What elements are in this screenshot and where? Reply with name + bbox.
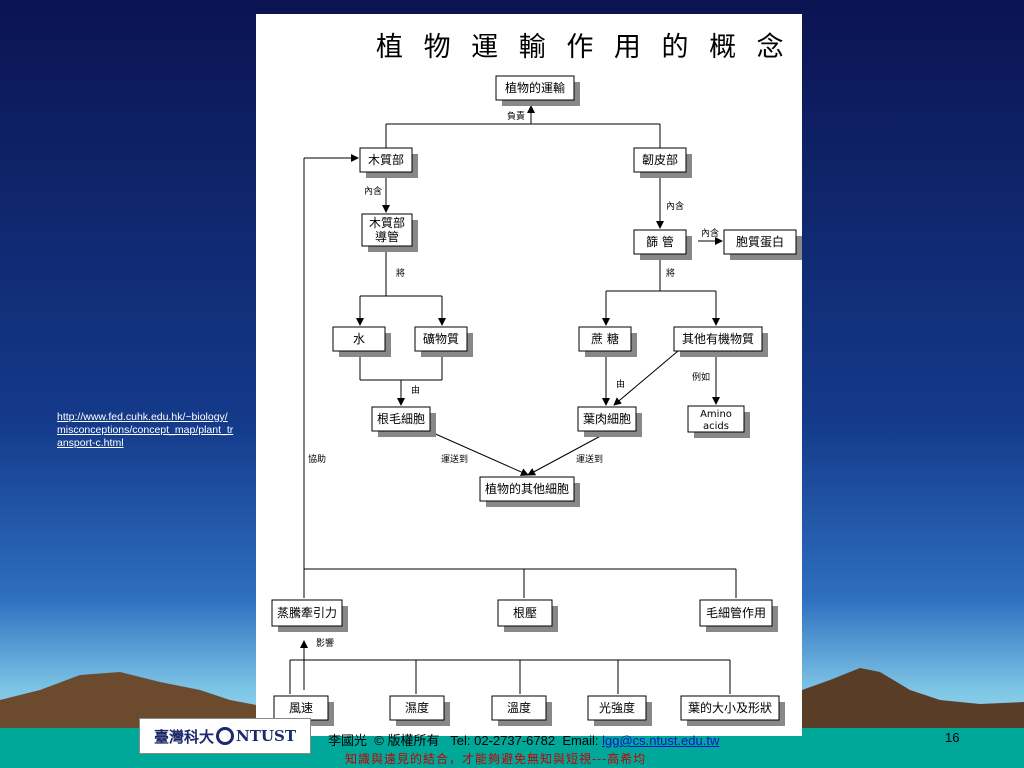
node-xylem-vessel: 木質部 導管 (361, 213, 418, 252)
svg-text:其他有機物質: 其他有機物質 (682, 331, 754, 346)
edge-label-deliver-right: 運送到 (576, 453, 603, 465)
node-boxes: 植物的運輸 木質部 韌皮部 木質部 導管 篩 管 胞質蛋白 (271, 75, 802, 726)
svg-text:acids: acids (703, 421, 729, 432)
edge-labels: 負責 內含 內含 內含 將 將 由 由 例如 運送到 運送到 協助 影響 (308, 110, 719, 649)
svg-text:濕度: 濕度 (405, 700, 429, 715)
node-minerals: 礦物質 (414, 326, 473, 357)
copyright-text: © 版權所有 (374, 733, 440, 748)
node-root-hair: 根毛細胞 (371, 406, 436, 437)
diagram-title: 植 物 運 輸 作 用 的 概 念 圖 (376, 32, 802, 63)
node-amino-acids: Amino acids (687, 405, 750, 438)
globe-icon (216, 727, 235, 745)
svg-text:礦物質: 礦物質 (423, 331, 459, 346)
svg-text:風速: 風速 (289, 701, 313, 715)
edge-label-contains-right: 內含 (666, 200, 684, 212)
node-other-organic: 其他有機物質 (673, 326, 768, 357)
logo-english-text: NTUST (236, 727, 296, 745)
edge-label-by-right: 由 (616, 378, 625, 390)
edge-label-by-left: 由 (411, 384, 420, 396)
svg-text:木質部: 木質部 (369, 215, 405, 230)
svg-text:胞質蛋白: 胞質蛋白 (736, 234, 784, 249)
edge-label-transports-right: 將 (666, 267, 675, 279)
node-temperature: 溫度 (491, 695, 552, 726)
svg-text:蔗 糖: 蔗 糖 (591, 331, 619, 346)
svg-text:Amino: Amino (700, 409, 732, 420)
logo-chinese-text: 臺灣科大 (154, 727, 215, 746)
edge-label-responsible: 負責 (507, 110, 525, 122)
svg-text:根毛細胞: 根毛細胞 (377, 412, 425, 426)
telephone: Tel: 02-2737-6782 (450, 733, 556, 748)
node-transpiration: 蒸騰牽引力 (271, 599, 348, 632)
edge-label-contains-left: 內含 (364, 185, 382, 197)
node-light-intensity: 光強度 (587, 695, 652, 726)
edge-label-transports-left: 將 (396, 267, 405, 279)
node-mesophyll: 葉肉細胞 (577, 406, 642, 437)
connectors (289, 105, 737, 694)
node-xylem: 木質部 (359, 147, 418, 178)
email-link[interactable]: lgg@cs.ntust.edu.tw (602, 733, 720, 748)
node-water: 水 (332, 326, 391, 357)
edge-label-example: 例如 (692, 371, 710, 383)
concept-map: 植 物 運 輸 作 用 的 概 念 圖 (271, 32, 802, 726)
node-sucrose: 蔗 糖 (578, 326, 637, 357)
svg-text:葉的大小及形狀: 葉的大小及形狀 (688, 700, 772, 715)
svg-text:水: 水 (353, 332, 365, 346)
email-label: Email: (562, 733, 599, 748)
node-phloem: 韌皮部 (633, 147, 692, 178)
copyright-line: 李國光 © 版權所有 Tel: 02-2737-6782 Email: lgg@… (328, 730, 719, 749)
node-other-cells: 植物的其他細胞 (479, 476, 580, 507)
svg-text:韌皮部: 韌皮部 (642, 152, 678, 167)
svg-text:蒸騰牽引力: 蒸騰牽引力 (277, 605, 337, 620)
source-link[interactable]: http://www.fed.cuhk.edu.hk/~biology/misc… (57, 411, 234, 449)
edge-label-affect: 影響 (316, 637, 334, 649)
svg-text:植物的運輸: 植物的運輸 (505, 80, 565, 95)
node-capillary: 毛細管作用 (699, 599, 778, 632)
node-root: 植物的運輸 (495, 75, 580, 106)
edge-label-contains-protein: 內含 (701, 227, 719, 239)
svg-text:溫度: 溫度 (507, 700, 531, 715)
edge-label-assist: 協助 (308, 453, 326, 465)
svg-text:植物的其他細胞: 植物的其他細胞 (485, 481, 569, 496)
node-cytoplasmic-protein: 胞質蛋白 (723, 229, 802, 260)
svg-text:導管: 導管 (375, 229, 399, 244)
node-sieve-tube: 篩 管 (633, 229, 692, 260)
node-humidity: 濕度 (389, 695, 450, 726)
node-root-pressure: 根壓 (497, 599, 558, 632)
svg-text:木質部: 木質部 (368, 152, 404, 167)
university-logo: 臺灣科大 NTUST (139, 718, 311, 754)
footer-quote: 知識與遠見的結合，才能夠避免無知與短視---高希均 (345, 752, 647, 766)
page-number: 16 (945, 730, 960, 745)
edge-label-deliver-left: 運送到 (441, 453, 468, 465)
node-leaf-size: 葉的大小及形狀 (680, 695, 785, 726)
svg-text:篩 管: 篩 管 (646, 234, 674, 249)
svg-text:毛細管作用: 毛細管作用 (706, 605, 766, 620)
svg-text:根壓: 根壓 (513, 606, 537, 620)
svg-text:葉肉細胞: 葉肉細胞 (583, 412, 631, 426)
svg-text:光強度: 光強度 (599, 700, 635, 715)
author-name: 李國光 (328, 733, 368, 748)
